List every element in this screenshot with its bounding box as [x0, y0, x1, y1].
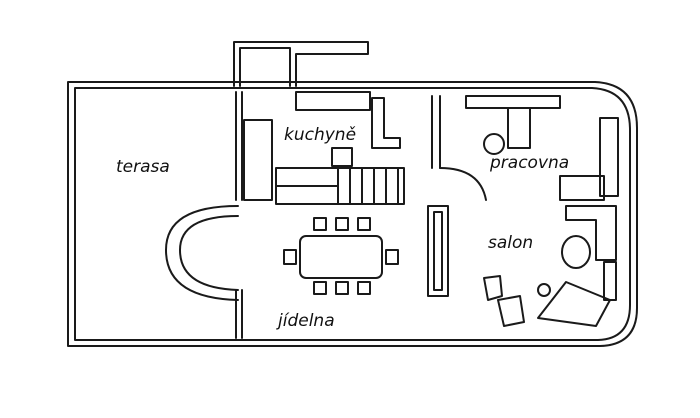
study-shelf	[599, 117, 619, 197]
north-extension-inner	[239, 47, 291, 87]
label-living: salon	[488, 233, 533, 253]
living-divider-inner	[433, 211, 443, 291]
living-lounge-chair	[537, 281, 611, 327]
living-armchair	[483, 275, 503, 301]
label-kitchen: kuchyně	[284, 125, 356, 145]
terrace-wall	[235, 91, 243, 201]
study-desk-top	[465, 95, 561, 109]
study-desk-side	[507, 107, 531, 149]
label-dining: jídelna	[276, 311, 335, 331]
fireplace	[603, 261, 617, 301]
kitchen-counter-top	[295, 91, 371, 111]
terrace-wall-lower	[235, 289, 243, 339]
dining-table	[299, 235, 383, 279]
kitchen-island	[331, 147, 353, 167]
outer-wall-outer	[67, 81, 638, 347]
central-partition	[431, 95, 441, 169]
dining-bay-outer	[165, 205, 239, 301]
kitchen-counter-left	[243, 119, 273, 201]
north-extension	[233, 41, 369, 87]
label-study: pracovna	[489, 153, 569, 173]
outer-wall-inner	[74, 87, 631, 341]
dining-bay-inner	[179, 215, 239, 291]
study-chair	[483, 133, 505, 155]
living-divider	[427, 205, 449, 297]
study-sofa	[559, 175, 605, 201]
kitchen-sink	[371, 97, 401, 149]
door-swing	[439, 167, 487, 201]
dining-chairs	[283, 217, 399, 295]
label-terrace: terasa	[116, 157, 170, 177]
living-coffee-table	[497, 295, 525, 327]
living-side-table	[537, 283, 551, 297]
living-pouf	[561, 235, 591, 269]
stair-treads	[337, 167, 399, 205]
living-sofa	[565, 205, 617, 261]
